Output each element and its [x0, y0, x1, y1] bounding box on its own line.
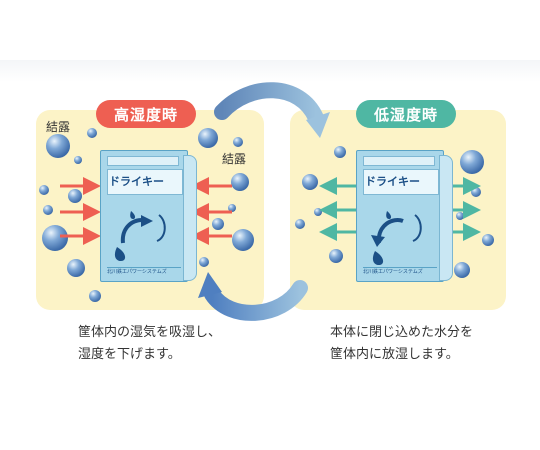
absorb-arrows: [60, 177, 232, 245]
dehumidifier-product-left: ドライキー 北川鉄工パワーシステムズ: [100, 150, 197, 282]
top-band: [0, 60, 540, 82]
caption-line: 本体に閉じ込めた水分を: [330, 325, 474, 340]
high-humidity-badge: 高湿度時: [96, 100, 196, 128]
product-label-box: [107, 169, 183, 195]
dehumidifier-product-right: ドライキー 北川鉄工パワーシステムズ: [356, 150, 453, 282]
condensation-label: 結露: [222, 152, 247, 166]
caption-line: 筐体内に放湿します。: [330, 347, 459, 362]
product-header-strip: [107, 156, 179, 166]
condensation-label: 結露: [46, 120, 71, 134]
high-humidity-caption: 筐体内の湿気を吸湿し、 湿度を下げます。: [78, 322, 221, 366]
caption-line: 筐体内の湿気を吸湿し、: [78, 325, 222, 340]
product-maker: 北川鉄工パワーシステムズ: [363, 267, 437, 277]
cycle-arrow-bottom: [198, 272, 308, 321]
product-cover-fold: [183, 155, 197, 281]
product-label-box: [363, 169, 439, 195]
product-name: ドライキー: [109, 175, 164, 188]
product-illustration: [371, 211, 422, 265]
moisture-droplets-left: [39, 128, 254, 302]
product-name: ドライキー: [365, 175, 420, 188]
product-cover-fold: [439, 155, 453, 281]
product-illustration: [114, 211, 166, 261]
cycle-arrow-top: [214, 82, 330, 138]
product-maker: 北川鉄工パワーシステムズ: [107, 267, 181, 277]
low-humidity-badge: 低湿度時: [356, 100, 456, 128]
low-humidity-caption: 本体に閉じ込めた水分を 筐体内に放湿します。: [330, 322, 473, 366]
product-header-strip: [363, 156, 435, 166]
caption-line: 湿度を下げます。: [78, 347, 181, 362]
